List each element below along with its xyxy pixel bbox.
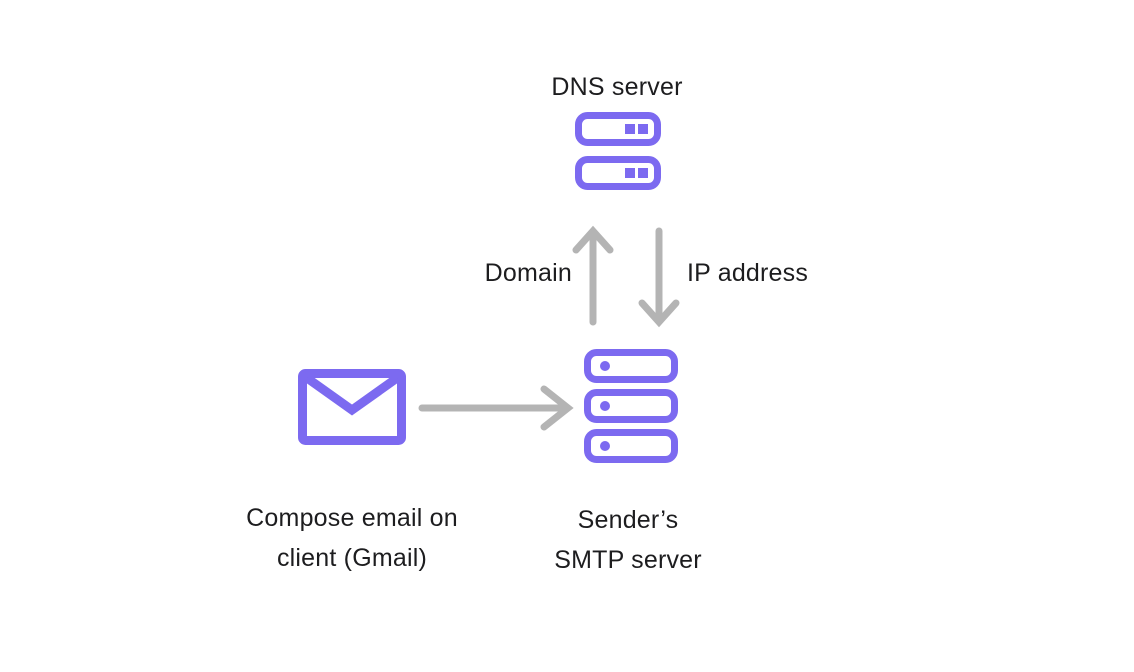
email-client-label-line1: Compose email on — [246, 504, 458, 532]
smtp-server-label: Sender’s SMTP server — [554, 500, 702, 580]
ip-address-edge-label: IP address — [687, 259, 809, 287]
dns-server-icon — [575, 112, 661, 190]
arrow-down-icon — [638, 227, 680, 328]
envelope-icon — [298, 369, 406, 445]
email-client-label: Compose email on client (Gmail) — [246, 498, 458, 578]
arrow-right-icon — [418, 385, 574, 431]
dns-server-label: DNS server — [551, 73, 683, 101]
email-client-label-line2: client (Gmail) — [276, 544, 428, 572]
smtp-server-label-line2: SMTP server — [554, 546, 702, 574]
arrow-up-icon — [572, 225, 614, 326]
smtp-server-icon — [584, 349, 678, 463]
smtp-server-label-line1: Sender’s — [577, 506, 679, 534]
domain-edge-label: Domain — [484, 259, 572, 287]
